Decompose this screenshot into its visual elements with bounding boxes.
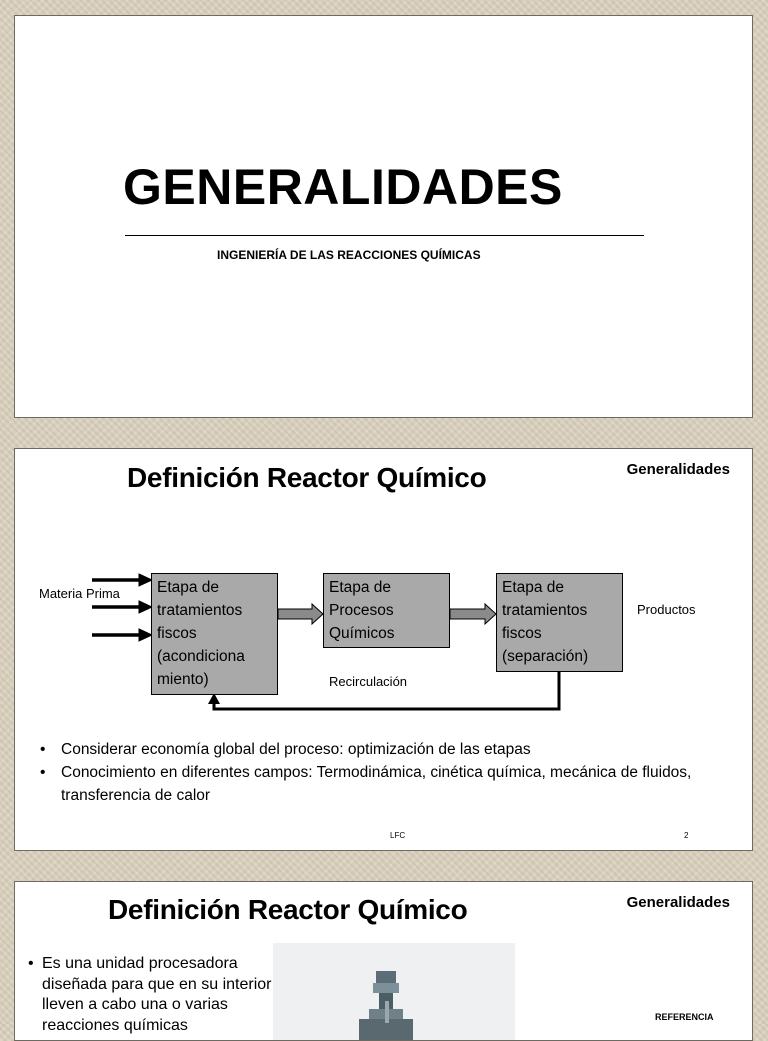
- reference-label: REFERENCIA: [655, 1012, 714, 1022]
- slide-subtitle: INGENIERÍA DE LAS REACCIONES QUÍMICAS: [217, 248, 481, 262]
- section-tag: Generalidades: [626, 461, 730, 478]
- slide-title: GENERALIDADES: [123, 159, 563, 215]
- connector-arrow-2: [449, 602, 497, 626]
- bullet-item: Conocimiento en diferentes campos: Termo…: [37, 761, 752, 807]
- recirculation-arrowhead: [208, 693, 220, 704]
- footer-label: LFC: [390, 831, 406, 840]
- input-arrows: [92, 573, 154, 642]
- bullet-list: Considerar economía global del proceso: …: [37, 738, 752, 807]
- separation-stage-box: Etapa de tratamientos fiscos (separación…: [496, 573, 623, 672]
- recirculation-label: Recirculación: [329, 674, 408, 689]
- reactor-image: [273, 943, 515, 1040]
- process-flow-diagram: [92, 573, 561, 711]
- pretreatment-stage-box: Etapa de tratamientos fiscos (acondicion…: [151, 573, 278, 695]
- slide-1: GENERALIDADES INGENIERÍA DE LAS REACCION…: [14, 15, 753, 418]
- connector-arrow-1: [277, 602, 324, 626]
- input-label: Materia Prima: [39, 586, 120, 601]
- title-divider: [125, 235, 644, 236]
- chemical-process-stage-box: Etapa de Procesos Químicos: [323, 573, 450, 648]
- slide-2: Definición Reactor Químico Generalidades…: [14, 448, 753, 851]
- output-label: Productos: [637, 602, 696, 617]
- slide-title: Definición Reactor Químico: [127, 462, 487, 493]
- reactor-icon: [359, 971, 413, 1040]
- page-number: 2: [684, 831, 689, 840]
- recirculation-line: [212, 671, 561, 711]
- section-tag: Generalidades: [626, 894, 730, 911]
- bullet-item: Considerar economía global del proceso: …: [37, 738, 752, 761]
- slide-3: Definición Reactor Químico Generalidades…: [14, 881, 753, 1041]
- slide-title: Definición Reactor Químico: [108, 894, 468, 925]
